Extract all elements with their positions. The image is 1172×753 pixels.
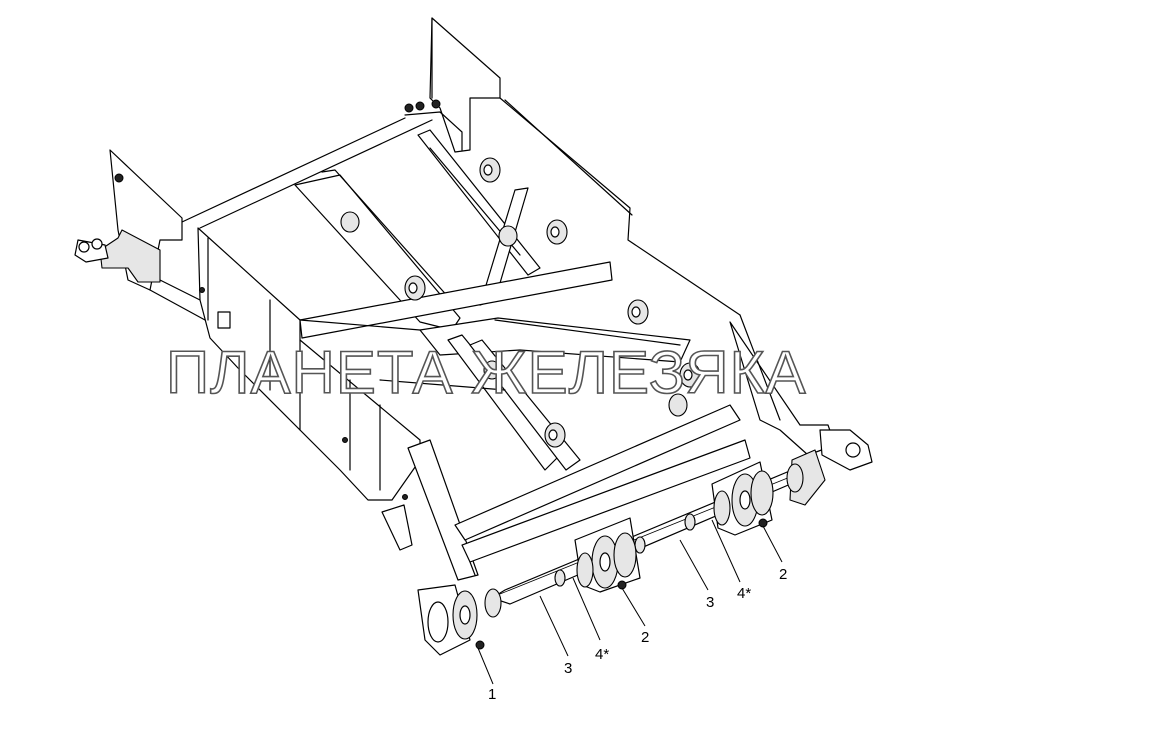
callout-labels: 1 2 2 3 3 4* 4* — [488, 566, 787, 703]
callout-3a: 3 — [564, 660, 572, 677]
watermark: ПЛАНЕТА ЖЕЛЕЗЯКА — [166, 339, 807, 406]
sprocket — [576, 532, 637, 590]
right-back-plate — [404, 17, 501, 153]
sprocket — [713, 470, 774, 528]
leader-4b — [711, 519, 741, 583]
roller — [340, 211, 360, 233]
callout-1: 1 — [488, 686, 496, 703]
drive-shaft-assembly — [417, 461, 804, 656]
sprocket — [452, 590, 485, 650]
roller — [479, 157, 501, 183]
front-beams — [381, 404, 751, 581]
callout-2b: 2 — [779, 566, 787, 583]
roller — [627, 299, 649, 325]
roller — [498, 225, 518, 247]
callout-leaders — [477, 519, 783, 685]
callout-2a: 2 — [641, 629, 649, 646]
callout-4b: 4* — [737, 585, 751, 602]
leader-4a — [572, 577, 601, 641]
roller — [679, 362, 701, 388]
leader-1 — [477, 647, 494, 685]
roller — [483, 360, 501, 380]
left-back-plate — [74, 149, 206, 321]
right-side-wall — [729, 314, 873, 506]
frame-outline — [181, 97, 741, 501]
leader-3b — [679, 539, 709, 591]
leader-2b — [762, 525, 783, 563]
idler-rollers — [340, 157, 701, 448]
leader-3a — [539, 595, 569, 657]
bearing — [484, 588, 502, 618]
roller — [404, 275, 426, 301]
roller — [544, 422, 566, 448]
leader-2a — [621, 587, 646, 627]
bearing — [786, 463, 804, 493]
roller — [546, 219, 568, 245]
callout-3b: 3 — [706, 594, 714, 611]
callout-4a: 4* — [595, 646, 609, 663]
roller — [668, 393, 688, 417]
